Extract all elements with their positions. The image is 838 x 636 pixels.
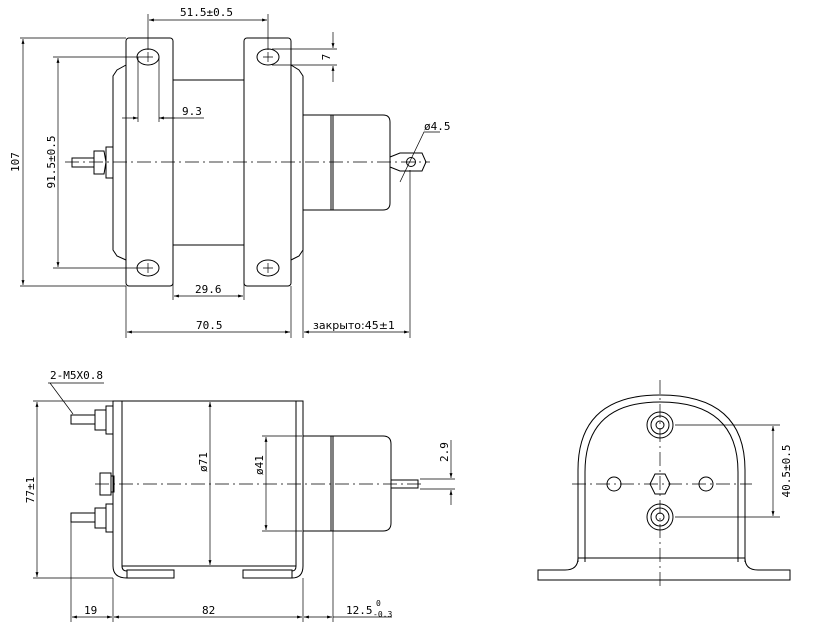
top-view: 51.5±0.5 107 91.5±0.5 9.3 7 ø4.5 29.6 70… (9, 6, 451, 338)
end-view: 40.5±0.5 (537, 380, 793, 590)
terminal-stud (71, 157, 95, 168)
housing-arch (577, 394, 746, 562)
tol-upper: 0 (376, 599, 381, 608)
dim-extension: 12.5 (346, 604, 373, 617)
dimension-lines (33, 382, 455, 622)
dim-length: 82 (202, 604, 215, 617)
dim-terminal-spacing: 40.5±0.5 (780, 445, 793, 498)
terminal-nut (93, 150, 107, 175)
base-plate (537, 557, 791, 581)
dim-rod: 2.9 (438, 442, 451, 462)
coil-body (172, 79, 245, 246)
right-side-plate (290, 64, 304, 261)
mount-hole-right (698, 476, 714, 492)
left-side-plate (112, 64, 127, 261)
dimension-lines (20, 14, 440, 338)
dim-rod-hole: ø4.5 (424, 120, 451, 133)
rod-end (389, 152, 427, 172)
foot-right (242, 569, 293, 579)
dim-body-length: 70.5 (196, 319, 223, 332)
plunger-housing (302, 435, 332, 532)
mounting-holes (136, 48, 280, 277)
terminal-bottom (646, 503, 674, 531)
thread-callout: 2-M5X0.8 (50, 369, 103, 382)
dim-slot-height: 7 (320, 54, 333, 61)
rod (390, 479, 419, 489)
foot-left (126, 569, 175, 579)
dim-hole-spacing-v: 91.5±0.5 (45, 136, 58, 189)
dim-slot: 9.3 (182, 105, 202, 118)
dim-terminal: 19 (84, 604, 97, 617)
side-view: 2-M5X0.8 77±1 ø71 ø41 2.9 19 82 12.5 0 -… (24, 369, 455, 622)
tol-lower: -0.3 (373, 610, 392, 619)
terminals (70, 405, 115, 533)
rod-hole (406, 157, 416, 167)
dim-plunger-dia: ø41 (253, 455, 266, 475)
dim-height: 77±1 (24, 477, 37, 504)
plunger-housing (302, 114, 332, 211)
center-nut (649, 473, 671, 495)
terminal-top (646, 411, 674, 439)
plunger-cap (330, 114, 391, 211)
coil-body (121, 400, 297, 567)
left-bracket (112, 400, 128, 579)
dim-overall-height: 107 (9, 152, 22, 172)
plunger-cap (330, 435, 392, 532)
dim-hole-spacing-h: 51.5±0.5 (180, 6, 233, 19)
dim-body-gap: 29.6 (195, 283, 222, 296)
mount-hole-left (606, 476, 622, 492)
dim-stroke: закрыто:45±1 (313, 319, 395, 332)
right-bracket (291, 400, 304, 579)
dim-body-dia: ø71 (197, 452, 210, 472)
